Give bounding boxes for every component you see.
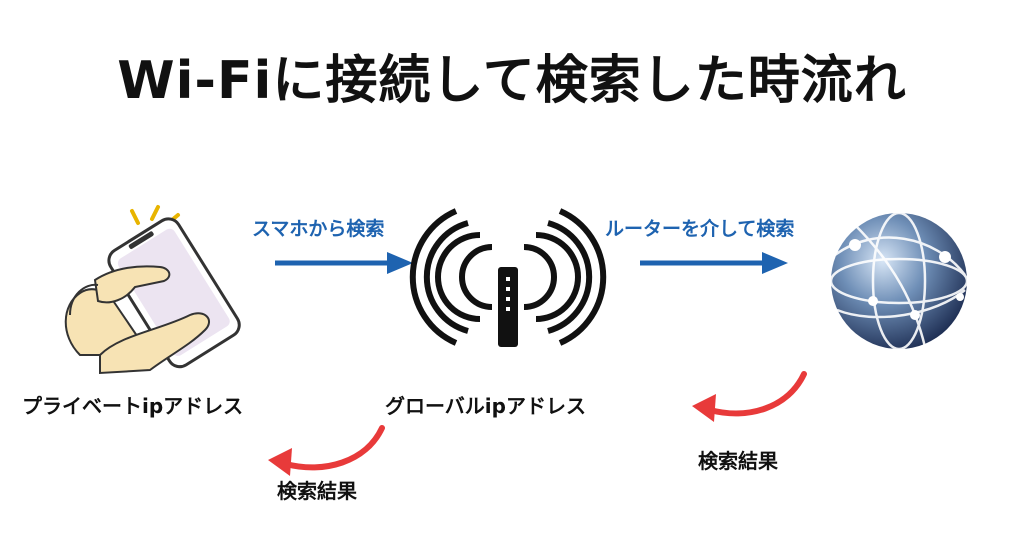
label-result-right: 検索結果 xyxy=(698,449,778,473)
page-title: Wi-Fiに接続して検索した時流れ xyxy=(117,51,907,111)
label-search-via-router: ルーターを介して検索 xyxy=(605,218,795,240)
label-result-left: 検索結果 xyxy=(277,479,357,503)
arrow-right-icon xyxy=(275,252,413,274)
wifi-router-icon xyxy=(409,208,607,347)
return-arrow-icon xyxy=(268,425,385,476)
arrow-right-icon xyxy=(640,252,788,274)
label-global-ip: グローバルipアドレス xyxy=(385,394,586,418)
label-search-from-phone: スマホから検索 xyxy=(252,218,385,240)
return-arrow-icon xyxy=(692,371,807,422)
label-private-ip: プライベートipアドレス xyxy=(22,394,244,418)
hand-smartphone-icon xyxy=(64,205,241,375)
globe-icon xyxy=(829,211,969,351)
